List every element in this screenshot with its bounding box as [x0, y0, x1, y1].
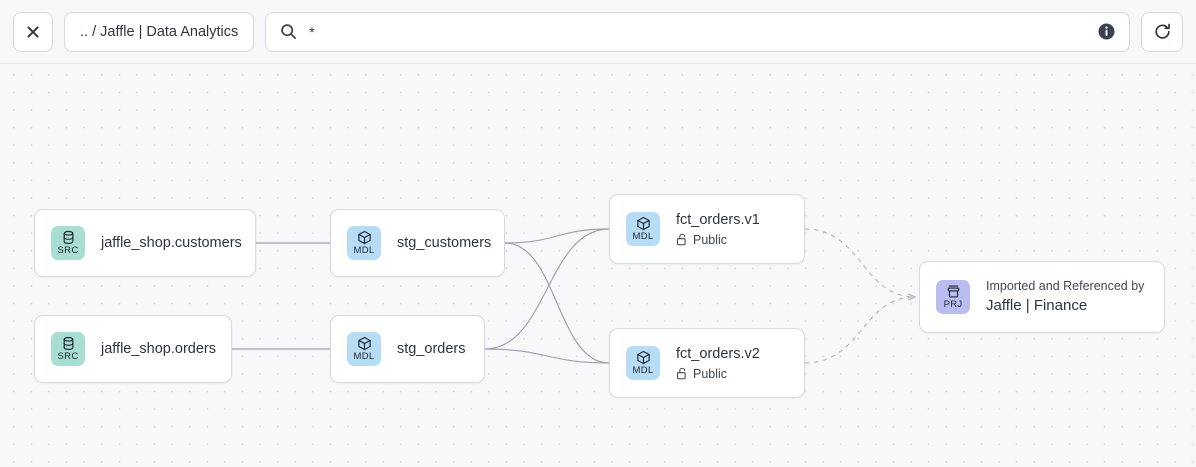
- edge-fct-v1-project: [804, 228, 915, 297]
- badge-label: SRC: [57, 351, 79, 362]
- node-body: jaffle_shop.customers: [101, 234, 242, 253]
- model-badge: MDL: [347, 226, 381, 260]
- refresh-button[interactable]: [1141, 11, 1183, 52]
- node-title: jaffle_shop.orders: [101, 340, 217, 357]
- node-kicker: Imported and Referenced by: [986, 279, 1145, 293]
- edge-stg-customers-fct-v2: [504, 242, 610, 364]
- node-body: stg_customers: [397, 234, 492, 253]
- search-icon: [280, 23, 297, 40]
- edge-fct-v2-project: [804, 297, 915, 364]
- node-model-fct-orders-v2[interactable]: MDL fct_orders.v2 Public: [609, 328, 805, 398]
- badge-label: MDL: [353, 351, 375, 362]
- database-icon: [61, 230, 76, 245]
- edge-stg-orders-fct-v2: [484, 348, 610, 364]
- project-icon: [946, 284, 961, 299]
- node-title: Jaffle | Finance: [986, 297, 1088, 314]
- model-badge: MDL: [347, 332, 381, 366]
- close-icon: [25, 24, 41, 40]
- badge-label: MDL: [632, 365, 654, 376]
- node-title: stg_customers: [397, 234, 492, 251]
- node-title: stg_orders: [397, 340, 466, 357]
- refresh-icon: [1153, 22, 1172, 41]
- badge-label: PRJ: [943, 299, 963, 310]
- node-model-fct-orders-v1[interactable]: MDL fct_orders.v1 Public: [609, 194, 805, 264]
- node-body: stg_orders: [397, 340, 466, 359]
- node-project-jaffle-finance[interactable]: PRJ Imported and Referenced by Jaffle | …: [919, 261, 1165, 333]
- model-badge: MDL: [626, 346, 660, 380]
- cube-icon: [636, 216, 651, 231]
- unlock-icon: [676, 233, 688, 246]
- node-source-jaffle-shop-customers[interactable]: SRC jaffle_shop.customers: [34, 209, 256, 277]
- node-source-jaffle-shop-orders[interactable]: SRC jaffle_shop.orders: [34, 315, 232, 383]
- node-model-stg-customers[interactable]: MDL stg_customers: [330, 209, 505, 277]
- info-icon[interactable]: [1098, 23, 1115, 40]
- node-title: fct_orders.v1: [676, 211, 760, 228]
- node-body: fct_orders.v1 Public: [676, 211, 760, 248]
- node-body: fct_orders.v2 Public: [676, 345, 760, 382]
- graph-canvas[interactable]: SRC jaffle_shop.customers SRC jaffle_sh: [0, 64, 1196, 467]
- project-badge: PRJ: [936, 280, 970, 314]
- node-model-stg-orders[interactable]: MDL stg_orders: [330, 315, 485, 383]
- node-body: jaffle_shop.orders: [101, 340, 217, 359]
- badge-label: MDL: [353, 245, 375, 256]
- database-icon: [61, 336, 76, 351]
- badge-label: MDL: [632, 231, 654, 242]
- node-title: jaffle_shop.customers: [101, 234, 242, 251]
- cube-icon: [357, 336, 372, 351]
- cube-icon: [357, 230, 372, 245]
- node-access: Public: [676, 232, 760, 248]
- source-badge: SRC: [51, 226, 85, 260]
- cube-icon: [636, 350, 651, 365]
- search-input[interactable]: [309, 23, 1086, 40]
- breadcrumb[interactable]: .. / Jaffle | Data Analytics: [64, 11, 255, 52]
- search-field[interactable]: [265, 11, 1130, 52]
- node-body: Imported and Referenced by Jaffle | Fina…: [986, 278, 1144, 316]
- node-title: fct_orders.v2: [676, 345, 760, 362]
- badge-label: SRC: [57, 245, 79, 256]
- node-access-label: Public: [693, 232, 728, 247]
- node-access-label: Public: [693, 366, 728, 381]
- node-access: Public: [676, 366, 760, 382]
- toolbar: .. / Jaffle | Data Analytics: [0, 0, 1196, 64]
- edge-stg-customers-fct-v1: [504, 228, 610, 244]
- close-button[interactable]: [13, 11, 53, 52]
- unlock-icon: [676, 367, 688, 380]
- breadcrumb-label: .. / Jaffle | Data Analytics: [80, 23, 239, 40]
- source-badge: SRC: [51, 332, 85, 366]
- model-badge: MDL: [626, 212, 660, 246]
